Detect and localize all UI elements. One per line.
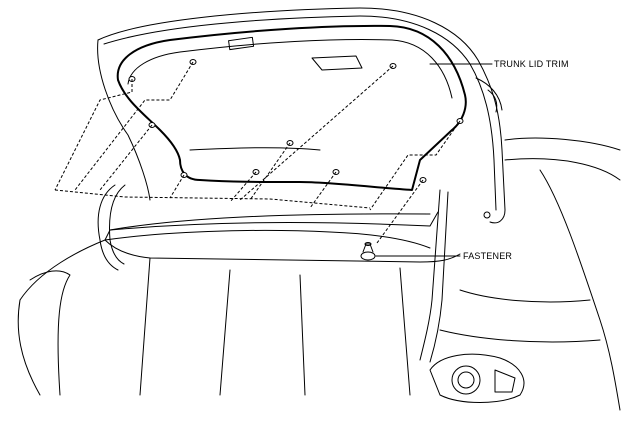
trunk-lid [97, 7, 506, 224]
weatherstrip [97, 184, 449, 363]
fastener-holes [128, 59, 464, 183]
fastener-label: FASTENER [463, 251, 512, 261]
installation-guide-lines [54, 61, 461, 244]
trunk-lid-trim-label: TRUNK LID TRIM [494, 59, 569, 69]
vehicle-body [17, 137, 621, 411]
trunk-lid-trim [116, 24, 467, 191]
fastener-part [360, 242, 376, 261]
tail-lamp [429, 353, 525, 403]
